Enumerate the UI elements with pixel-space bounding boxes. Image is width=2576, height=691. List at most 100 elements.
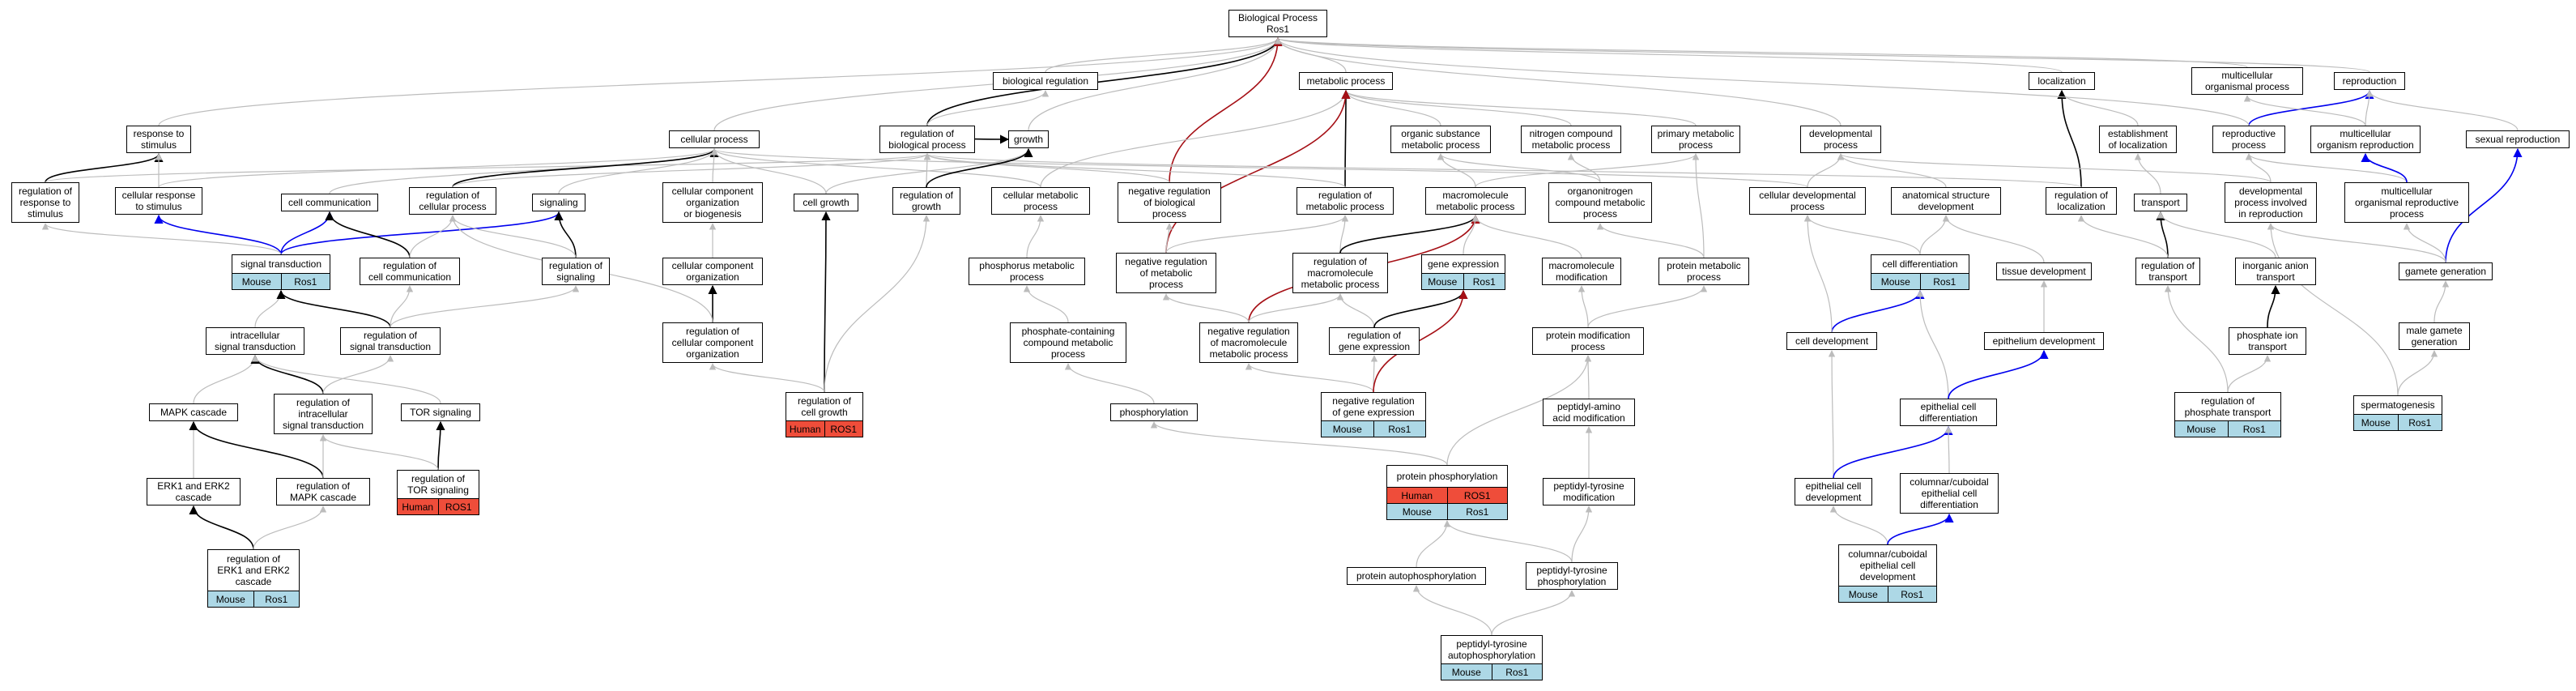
node-columnar-cuboidal-epithelial-cell-development[interactable]: columnar/cuboidal epithelial cell develo…	[1838, 544, 1937, 603]
node-gamete-generation[interactable]: gamete generation	[2399, 262, 2493, 280]
node-cell-development[interactable]: cell development	[1786, 332, 1877, 350]
node-label: regulation of growth	[899, 190, 954, 212]
node-epithelial-cell-differentiation[interactable]: epithelial cell differentiation	[1900, 399, 1997, 426]
node-peptidyl-amino-acid-modification[interactable]: peptidyl-amino acid modification	[1543, 399, 1635, 426]
node-regulation-of-mapk-cascade[interactable]: regulation of MAPK cascade	[276, 478, 370, 505]
edge-regulation-of-gene-expression-to-gene-expression	[1373, 289, 1468, 328]
node-regulation-of-cell-communication[interactable]: regulation of cell communication	[360, 258, 460, 285]
node-label: phosphate ion transport	[2237, 330, 2298, 352]
node-growth[interactable]: growth	[1008, 130, 1049, 148]
node-peptidyl-tyrosine-modification[interactable]: peptidyl-tyrosine modification	[1543, 478, 1635, 505]
node-regulation-of-intracellular-signal-transduction[interactable]: regulation of intracellular signal trans…	[274, 394, 373, 434]
node-mapk-cascade[interactable]: MAPK cascade	[149, 403, 238, 421]
node-regulation-of-biological-process[interactable]: regulation of biological process	[879, 126, 975, 153]
node-negative-regulation-of-metabolic-process[interactable]: negative regulation of metabolic process	[1116, 253, 1216, 293]
node-regulation-of-response-to-stimulus[interactable]: regulation of response to stimulus	[11, 182, 79, 223]
node-regulation-of-macromolecule-metabolic-process[interactable]: regulation of macromolecule metabolic pr…	[1292, 253, 1388, 293]
node-cellular-process[interactable]: cellular process	[669, 130, 760, 148]
node-regulation-of-signaling[interactable]: regulation of signaling	[542, 258, 610, 285]
edge-peptidyl-tyrosine-autophosphorylation-to-protein-autophosphorylation	[1412, 585, 1492, 636]
node-reproductive-process[interactable]: reproductive process	[2212, 126, 2285, 153]
node-phosphorus-metabolic-process[interactable]: phosphorus metabolic process	[969, 258, 1085, 285]
node-establishment-of-localization[interactable]: establishment of localization	[2099, 126, 2177, 153]
node-anatomical-structure-development[interactable]: anatomical structure development	[1891, 187, 2001, 215]
node-regulation-of-signal-transduction[interactable]: regulation of signal transduction	[340, 327, 441, 355]
node-multicellular-organismal-reproductive-process[interactable]: multicellular organismal reproductive pr…	[2344, 182, 2469, 223]
node-regulation-of-cellular-process[interactable]: regulation of cellular process	[409, 187, 496, 215]
node-columnar-cuboidal-epithelial-cell-differentiation[interactable]: columnar/cuboidal epithelial cell differ…	[1900, 473, 1999, 514]
edge-biological-regulation-to-bp-root	[1045, 37, 1282, 73]
node-peptidyl-tyrosine-phosphorylation[interactable]: peptidyl-tyrosine phosphorylation	[1526, 562, 1618, 590]
node-negative-regulation-of-biological-process[interactable]: negative regulation of biological proces…	[1118, 182, 1221, 223]
node-male-gamete-generation[interactable]: male gamete generation	[2399, 322, 2470, 350]
node-cell-communication[interactable]: cell communication	[281, 194, 378, 211]
node-regulation-of-growth[interactable]: regulation of growth	[892, 187, 960, 215]
node-phosphate-ion-transport[interactable]: phosphate ion transport	[2229, 327, 2306, 355]
node-epithelial-cell-development[interactable]: epithelial cell development	[1795, 478, 1872, 505]
edge-regulation-of-signal-transduction-to-regulation-of-cell-communication	[390, 285, 414, 328]
node-cellular-developmental-process[interactable]: cellular developmental process	[1749, 187, 1866, 215]
node-regulation-of-cellular-component-organization[interactable]: regulation of cellular component organiz…	[662, 322, 763, 363]
node-tor-signaling[interactable]: TOR signaling	[401, 403, 480, 421]
node-epithelium-development[interactable]: epithelium development	[1984, 332, 2104, 350]
node-macromolecule-modification[interactable]: macromolecule modification	[1542, 258, 1621, 285]
node-regulation-of-gene-expression[interactable]: regulation of gene expression	[1329, 327, 1420, 355]
node-localization[interactable]: localization	[2029, 72, 2095, 90]
node-label: localization	[2037, 75, 2086, 87]
node-developmental-process[interactable]: developmental process	[1800, 126, 1881, 153]
node-cellular-component-organization-or-biogenesis[interactable]: cellular component organization or bioge…	[662, 182, 763, 223]
node-erk1-and-erk2-cascade[interactable]: ERK1 and ERK2 cascade	[147, 478, 241, 505]
node-multicellular-organismal-process[interactable]: multicellular organismal process	[2191, 67, 2303, 95]
node-protein-modification-process[interactable]: protein modification process	[1532, 327, 1644, 355]
node-organonitrogen-compound-metabolic-process[interactable]: organonitrogen compound metabolic proces…	[1548, 182, 1652, 223]
node-biological-regulation[interactable]: biological regulation	[993, 72, 1098, 90]
node-regulation-of-transport[interactable]: regulation of transport	[2135, 258, 2200, 285]
node-metabolic-process[interactable]: metabolic process	[1299, 72, 1393, 90]
node-multicellular-organism-reproduction[interactable]: multicellular organism reproduction	[2310, 126, 2421, 153]
node-protein-autophosphorylation[interactable]: protein autophosphorylation	[1347, 567, 1486, 585]
species-cell: Human	[1401, 489, 1433, 501]
node-protein-metabolic-process[interactable]: protein metabolic process	[1658, 258, 1749, 285]
gene-cell: Ros1	[1373, 421, 1426, 437]
edge-regulation-of-macromolecule-metabolic-process-to-macromolecule-metabolic-process	[1339, 214, 1480, 254]
node-cellular-response-to-stimulus[interactable]: cellular response to stimulus	[115, 187, 202, 215]
node-macromolecule-metabolic-process[interactable]: macromolecule metabolic process	[1425, 187, 1526, 215]
node-cellular-metabolic-process[interactable]: cellular metabolic process	[991, 187, 1090, 215]
node-phosphorylation[interactable]: phosphorylation	[1110, 403, 1198, 421]
node-label: cellular process	[680, 134, 748, 145]
edge-regulation-of-signaling-to-signaling	[554, 211, 577, 258]
edge-phosphorylation-to-phosphate-containing-compound-metabolic-process	[1064, 363, 1155, 404]
node-transport[interactable]: transport	[2134, 194, 2187, 211]
node-cellular-component-organization[interactable]: cellular component organization	[662, 258, 763, 285]
node-negative-regulation-of-macromolecule-metabolic-process[interactable]: negative regulation of macromolecule met…	[1199, 322, 1298, 363]
node-nitrogen-compound-metabolic-process[interactable]: nitrogen compound metabolic process	[1521, 126, 1621, 153]
node-reproduction[interactable]: reproduction	[2334, 72, 2405, 90]
node-phosphate-containing-compound-metabolic-process[interactable]: phosphate-containing compound metabolic …	[1010, 322, 1126, 363]
node-intracellular-signal-transduction[interactable]: intracellular signal transduction	[206, 327, 304, 355]
node-organic-substance-metabolic-process[interactable]: organic substance metabolic process	[1390, 126, 1491, 153]
node-sexual-reproduction[interactable]: sexual reproduction	[2466, 130, 2570, 148]
node-signaling[interactable]: signaling	[532, 194, 585, 211]
node-primary-metabolic-process[interactable]: primary metabolic process	[1651, 126, 1740, 153]
node-developmental-process-involved-in-reproduction[interactable]: developmental process involved in reprod…	[2225, 182, 2317, 223]
node-inorganic-anion-transport[interactable]: inorganic anion transport	[2235, 258, 2316, 285]
node-regulation-of-localization[interactable]: regulation of localization	[2046, 187, 2117, 215]
node-bp-root[interactable]: Biological Process Ros1	[1228, 10, 1327, 37]
node-tissue-development[interactable]: tissue development	[1996, 262, 2092, 280]
species-cell: Mouse	[1428, 275, 1458, 288]
node-response-to-stimulus[interactable]: response to stimulus	[126, 126, 191, 153]
node-regulation-of-metabolic-process[interactable]: regulation of metabolic process	[1297, 187, 1394, 215]
node-cell-growth[interactable]: cell growth	[794, 194, 858, 211]
